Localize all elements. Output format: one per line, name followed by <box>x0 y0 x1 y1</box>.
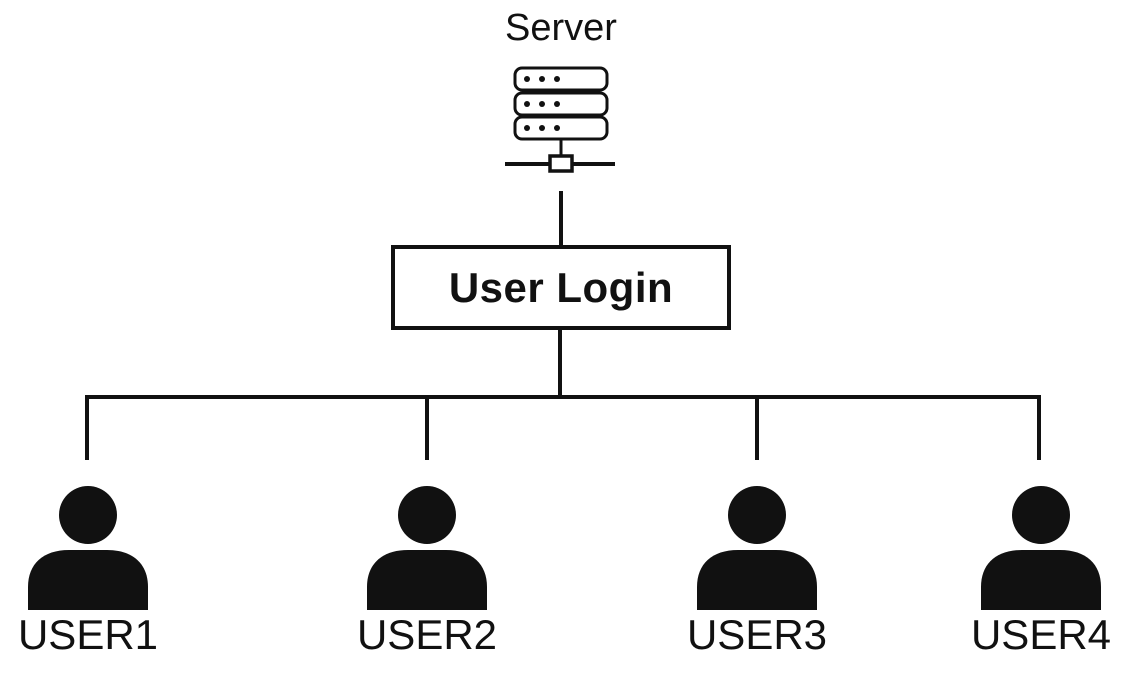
user-group-1: USER1 <box>8 486 168 656</box>
branch-drop-user4 <box>1037 396 1041 460</box>
connector-server-to-login <box>559 191 563 245</box>
user-login-box: User Login <box>391 245 731 330</box>
person-icon <box>367 486 487 610</box>
branch-drop-user1 <box>85 396 89 460</box>
user-login-label: User Login <box>448 263 674 311</box>
branch-drop-user2 <box>425 396 429 460</box>
user-group-3: USER3 <box>677 486 837 656</box>
user-label: USER4 <box>970 611 1112 658</box>
user-label: USER2 <box>356 611 498 658</box>
user-group-4: USER4 <box>961 486 1121 656</box>
person-icon <box>697 486 817 610</box>
user-label: USER1 <box>17 611 159 658</box>
server-stack-icon <box>505 66 615 173</box>
branch-drop-user3 <box>755 396 759 460</box>
connector-login-to-rail <box>558 330 562 396</box>
branch-rail <box>85 395 1041 399</box>
person-icon <box>981 486 1101 610</box>
person-icon <box>28 486 148 610</box>
user-label: USER3 <box>686 611 828 658</box>
server-label: Server <box>505 7 617 49</box>
user-group-2: USER2 <box>347 486 507 656</box>
